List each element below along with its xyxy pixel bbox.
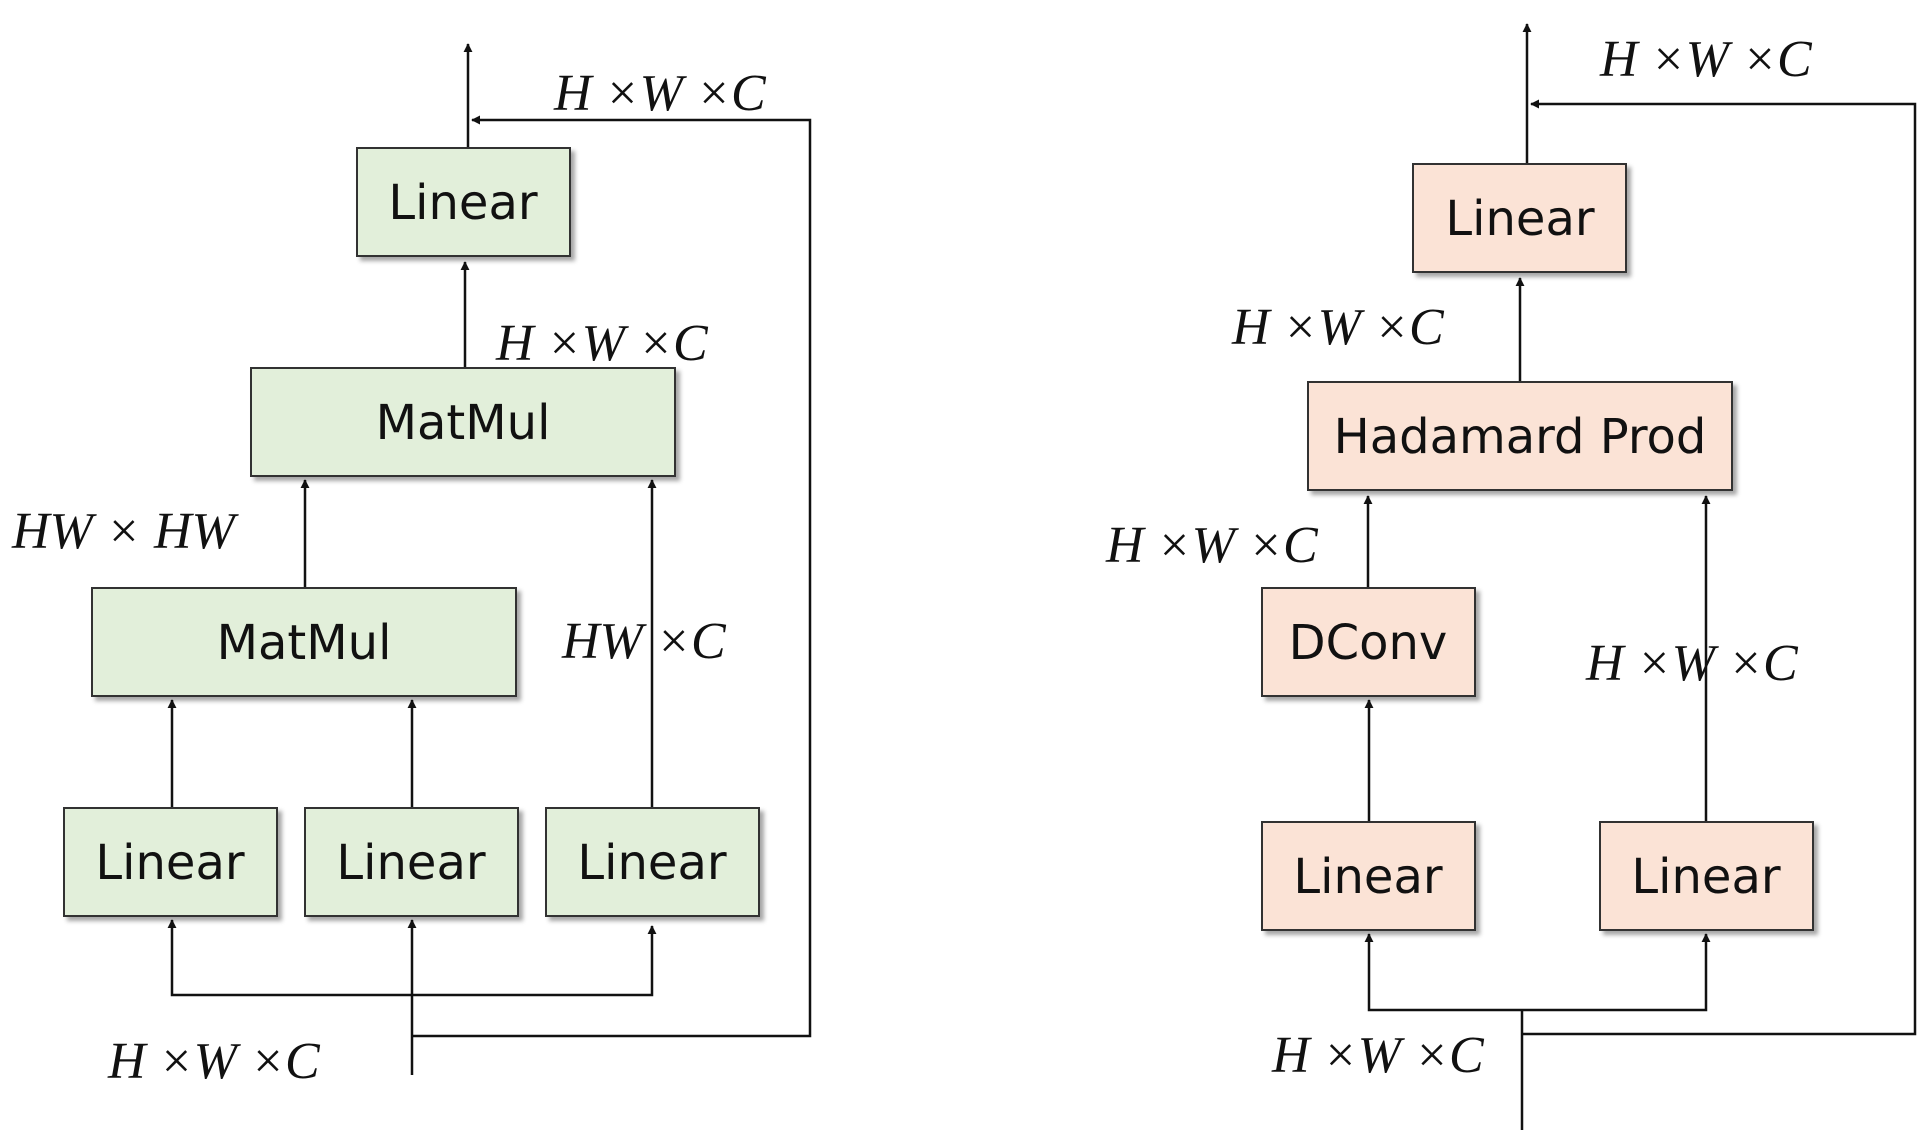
left-output-dim-label: H ×W ×C xyxy=(553,65,767,122)
left-value-dim-label: HW ×C xyxy=(561,613,727,670)
right-output-dim-label: H ×W ×C xyxy=(1599,31,1813,88)
left-matmul-bottom-box: MatMul xyxy=(91,587,517,697)
left-linear-v-box: Linear xyxy=(545,807,760,917)
left-linear-k-label: Linear xyxy=(336,835,485,891)
left-matmul-top-label: MatMul xyxy=(376,395,551,451)
right-hadamard-label: Hadamard Prod xyxy=(1334,409,1707,465)
right-hadamard-box: Hadamard Prod xyxy=(1307,381,1733,491)
right-residual-arrow xyxy=(1522,99,1917,1036)
right-input-dim-label: H ×W ×C xyxy=(1271,1027,1485,1084)
right-input-to-linear-left-arrow xyxy=(1364,933,1522,1012)
left-linear-v-label: Linear xyxy=(577,835,726,891)
right-input-to-linear-right-arrow xyxy=(1522,933,1711,1012)
left-attn-dim-label: HW × HW xyxy=(11,503,240,560)
left-connectors xyxy=(167,43,812,1075)
left-linear-k-box: Linear xyxy=(304,807,519,917)
right-connectors xyxy=(1363,23,1917,1130)
right-linear-left-box: Linear xyxy=(1261,821,1476,931)
left-matmul-top-box: MatMul xyxy=(250,367,676,477)
right-linear-right-label: Linear xyxy=(1631,849,1780,905)
left-input-to-query-arrow xyxy=(167,919,412,997)
left-attention-diagram: Linear MatMul MatMul Linear Linear Linea… xyxy=(11,43,812,1090)
left-residual-arrow xyxy=(412,115,812,1038)
right-dconv-label: DConv xyxy=(1289,615,1448,671)
left-linear-q-box: Linear xyxy=(63,807,278,917)
right-linear-left-label: Linear xyxy=(1293,849,1442,905)
left-linear-out-box: Linear xyxy=(356,147,571,257)
right-linear-out-box: Linear xyxy=(1412,163,1627,273)
left-input-to-value-arrow xyxy=(412,925,657,997)
left-linear-out-label: Linear xyxy=(388,175,537,231)
right-dconv-dim-label: H ×W ×C xyxy=(1105,517,1319,574)
left-input-dim-label: H ×W ×C xyxy=(107,1033,321,1090)
right-dconv-box: DConv xyxy=(1261,587,1476,697)
left-linear-q-label: Linear xyxy=(95,835,244,891)
left-matmul-top-dim-label: H ×W ×C xyxy=(495,315,709,372)
right-branch-dim-label: H ×W ×C xyxy=(1585,635,1799,692)
right-hadamard-dim-label: H ×W ×C xyxy=(1231,299,1445,356)
right-linear-right-box: Linear xyxy=(1599,821,1814,931)
right-linear-out-label: Linear xyxy=(1445,191,1594,247)
left-matmul-bottom-label: MatMul xyxy=(217,615,392,671)
right-gated-diagram: Linear Hadamard Prod DConv Linear Linear… xyxy=(1105,23,1917,1130)
